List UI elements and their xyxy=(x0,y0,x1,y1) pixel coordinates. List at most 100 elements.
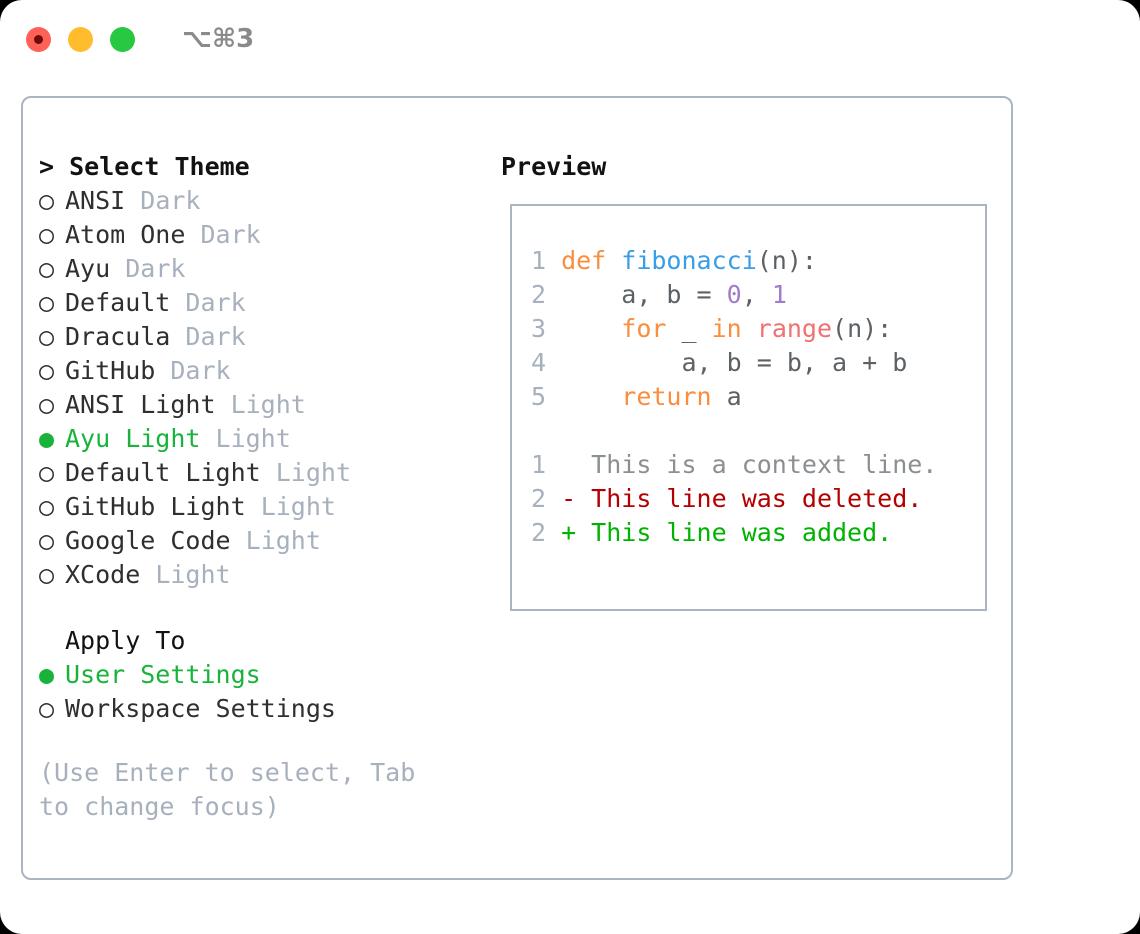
theme-variant-label: Light xyxy=(245,526,321,555)
radio-marker-icon: ○ xyxy=(39,526,55,555)
diff-sign xyxy=(561,450,576,479)
theme-option-label: Ayu Light xyxy=(65,424,201,453)
diff-text: This is a context line. xyxy=(576,450,938,479)
code-token xyxy=(561,314,621,343)
theme-option-ayu-light[interactable]: ● Ayu Light Light xyxy=(39,422,489,456)
code-token: , xyxy=(741,280,772,309)
close-button[interactable] xyxy=(26,26,51,52)
apply-to-option-label: Workspace Settings xyxy=(65,694,336,723)
line-number: 1 xyxy=(530,246,546,275)
theme-variant-label: Light xyxy=(260,492,336,521)
theme-picker-column: > Select Theme ○ANSI Dark ○Atom One Dark… xyxy=(39,150,489,824)
theme-option-label: ANSI xyxy=(65,186,126,215)
theme-option-dracula-dark[interactable]: ○ Dracula Dark xyxy=(39,320,489,354)
code-line: 4 a, b = b, a + b xyxy=(524,346,979,380)
code-token: _ xyxy=(666,314,712,343)
theme-option-ansi-light[interactable]: ○ ANSI Light Light xyxy=(39,388,489,422)
theme-option-label: GitHub xyxy=(65,356,156,385)
line-number: 2 xyxy=(530,484,546,513)
theme-option-label: Google Code xyxy=(65,526,231,555)
code-token: in xyxy=(711,314,742,343)
theme-option-github-light[interactable]: ○GitHub Light Light xyxy=(39,490,489,524)
code-token: (n): xyxy=(756,246,817,275)
code-sample-block: 1 def fibonacci(n): 2 a, b = 0, 1 3 for … xyxy=(524,244,979,414)
keyboard-shortcut-label: ⌥⌘3 xyxy=(182,24,255,54)
recording-indicator-dot xyxy=(34,34,43,44)
theme-option-google-code[interactable]: ○ Google Code Light xyxy=(39,524,489,558)
radio-marker-icon: ○ xyxy=(39,322,55,351)
theme-variant-label: Dark xyxy=(140,186,201,215)
line-number: 3 xyxy=(530,314,546,343)
section-spacer xyxy=(39,592,489,624)
title-bar: ⌥⌘3 xyxy=(0,0,1140,78)
preview-heading: Preview xyxy=(501,152,607,181)
diff-line-added: 2 + This line was added. xyxy=(524,516,979,550)
diff-text: This line was deleted. xyxy=(576,484,923,513)
maximize-button[interactable] xyxy=(110,26,135,52)
main-panel: > Select Theme ○ANSI Dark ○Atom One Dark… xyxy=(21,96,1013,880)
theme-option-label: Default xyxy=(65,288,171,317)
radio-marker-icon: ○ xyxy=(39,390,55,419)
theme-variant-label: Light xyxy=(230,390,306,419)
theme-variant-label: Dark xyxy=(185,288,246,317)
theme-variant-label: Light xyxy=(215,424,291,453)
code-token: a, b = xyxy=(561,280,727,309)
theme-option-label: XCode xyxy=(65,560,141,589)
diff-line-deleted: 2 - This line was deleted. xyxy=(524,482,979,516)
theme-option-label: Atom One xyxy=(65,220,186,249)
line-number: 4 xyxy=(530,348,546,377)
diff-text: This line was added. xyxy=(576,518,893,547)
theme-option-atom-one-dark[interactable]: ○ Atom One Dark xyxy=(39,218,489,252)
theme-option-list: ○ANSI Dark ○Atom One Dark ○Ayu Dark ○Def… xyxy=(39,184,489,592)
diff-line-context: 1 This is a context line. xyxy=(524,448,979,482)
radio-marker-icon: ○ xyxy=(39,492,55,521)
radio-marker-icon: ○ xyxy=(39,356,55,385)
theme-option-ayu-dark[interactable]: ○ Ayu Dark xyxy=(39,252,489,286)
theme-option-xcode[interactable]: ○ XCode Light xyxy=(39,558,489,592)
minimize-button[interactable] xyxy=(68,26,93,52)
code-line: 2 a, b = 0, 1 xyxy=(524,278,979,312)
theme-variant-label: Dark xyxy=(185,322,246,351)
radio-marker-icon: ● xyxy=(39,424,55,453)
radio-marker-icon: ○ xyxy=(39,220,55,249)
code-token: range xyxy=(756,314,833,343)
preview-code-content: 1 def fibonacci(n): 2 a, b = 0, 1 3 for … xyxy=(524,244,979,550)
diff-sign: - xyxy=(561,484,577,513)
keyboard-hint-text: (Use Enter to select, Tab to change focu… xyxy=(39,758,431,821)
radio-marker-icon: ○ xyxy=(39,458,55,487)
code-line: 5 return a xyxy=(524,380,979,414)
code-line: 3 for _ in range(n): xyxy=(524,312,979,346)
code-token: return xyxy=(621,382,712,411)
apply-to-option-workspace-settings[interactable]: ○ Workspace Settings xyxy=(39,692,489,726)
apply-to-heading: Apply To xyxy=(39,624,489,658)
apply-to-option-user-settings[interactable]: ●User Settings xyxy=(39,658,489,692)
preview-code-box: 1 def fibonacci(n): 2 a, b = 0, 1 3 for … xyxy=(510,204,987,611)
code-token xyxy=(742,314,757,343)
theme-option-label: Ayu xyxy=(65,254,111,283)
theme-option-default-light[interactable]: ○Default Light Light xyxy=(39,456,489,490)
hint-spacer xyxy=(39,726,489,756)
code-token: fibonacci xyxy=(621,246,757,275)
preview-column: Preview 1 def fibonacci(n): 2 a, b = 0, … xyxy=(501,150,1001,611)
theme-option-ansi-dark[interactable]: ○ ANSI Dark xyxy=(39,184,489,218)
theme-variant-label: Dark xyxy=(200,220,261,249)
code-line: 1 def fibonacci(n): xyxy=(524,244,979,278)
theme-variant-label: Dark xyxy=(125,254,186,283)
theme-variant-label: Dark xyxy=(170,356,231,385)
theme-option-label: Dracula xyxy=(65,322,171,351)
code-token: a xyxy=(711,382,742,411)
theme-variant-label: Light xyxy=(275,458,351,487)
radio-marker-icon: ○ xyxy=(39,186,55,215)
radio-marker-icon: ● xyxy=(39,660,55,689)
theme-option-default-dark[interactable]: ○Default Dark xyxy=(39,286,489,320)
code-token: 0 xyxy=(726,280,742,309)
theme-option-label: ANSI Light xyxy=(65,390,216,419)
theme-option-github-dark[interactable]: ○ GitHub Dark xyxy=(39,354,489,388)
radio-marker-icon: ○ xyxy=(39,560,55,589)
code-token: def xyxy=(561,246,622,275)
radio-marker-icon: ○ xyxy=(39,254,55,283)
diff-sign: + xyxy=(561,518,577,547)
theme-variant-label: Light xyxy=(155,560,231,589)
radio-marker-icon: ○ xyxy=(39,694,55,723)
